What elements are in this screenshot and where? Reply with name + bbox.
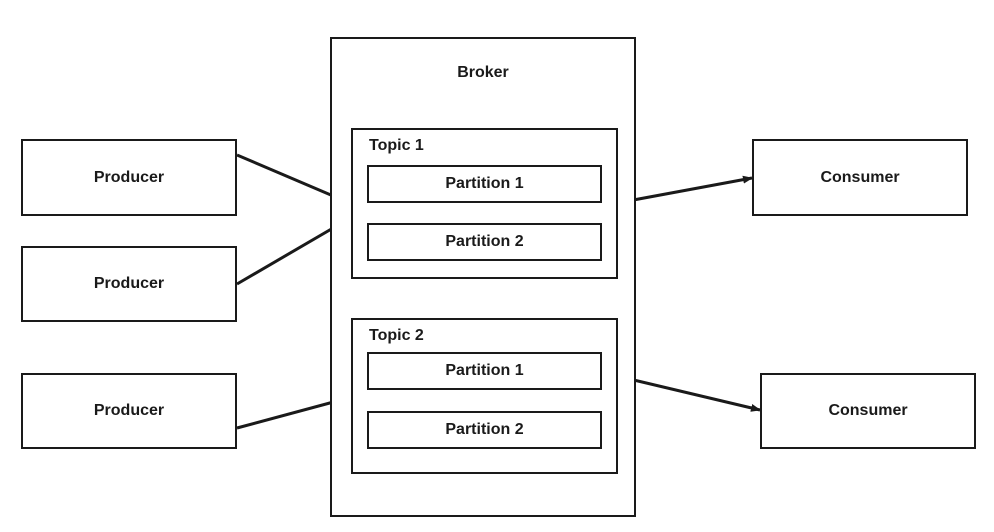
producer-label: Producer bbox=[93, 402, 165, 419]
topic-2-box: Topic 2 bbox=[351, 318, 618, 474]
consumer-label: Consumer bbox=[820, 168, 900, 186]
topic-2-label: Topic 2 bbox=[369, 327, 424, 344]
producer-label: Producer bbox=[93, 168, 165, 186]
partition-label: Partition 2 bbox=[445, 421, 524, 438]
topic-2-partition-2-box: Partition 2 bbox=[367, 411, 602, 449]
partition-label: Partition 1 bbox=[445, 362, 524, 379]
arrow-topic-1-to-consumer-1 bbox=[616, 175, 753, 205]
producer-1-box: Producer bbox=[21, 139, 237, 216]
consumer-label: Consumer bbox=[828, 402, 908, 419]
consumer-2-box: Consumer bbox=[760, 373, 976, 449]
partition-label: Partition 1 bbox=[445, 175, 524, 192]
consumer-1-box: Consumer bbox=[752, 139, 968, 216]
producer-label: Producer bbox=[93, 275, 165, 292]
topic-2-partition-1-box: Partition 1 bbox=[367, 352, 602, 390]
partition-label: Partition 2 bbox=[445, 233, 524, 250]
arrow-topic-2-to-consumer-2 bbox=[616, 374, 761, 412]
topic-1-partition-1-box: Partition 1 bbox=[367, 165, 602, 203]
topic-1-label: Topic 1 bbox=[369, 137, 424, 154]
producer-2-box: Producer bbox=[21, 246, 237, 322]
topic-1-partition-2-box: Partition 2 bbox=[367, 223, 602, 261]
producer-3-box: Producer bbox=[21, 373, 237, 449]
broker-label: Broker bbox=[457, 64, 509, 81]
